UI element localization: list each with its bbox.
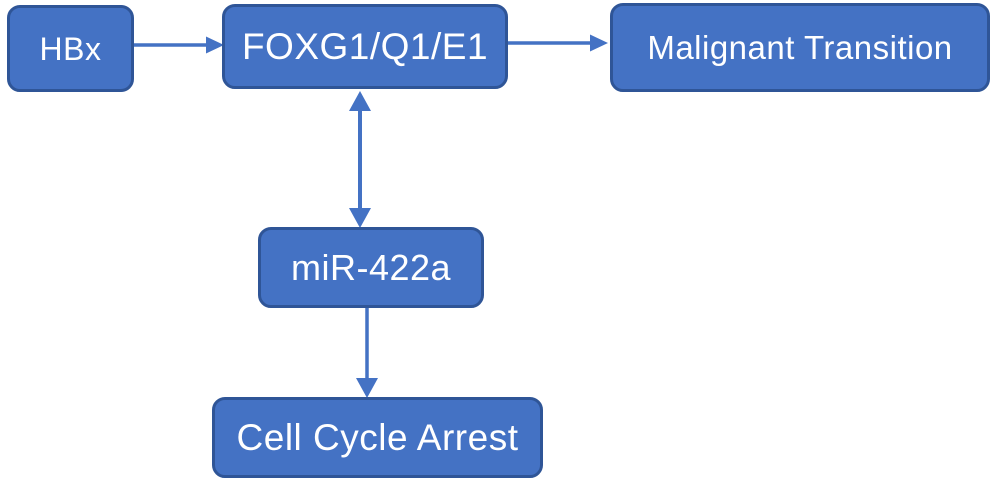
arrow-hbx-to-foxg1 bbox=[134, 36, 224, 54]
node-hbx: HBx bbox=[7, 5, 134, 92]
arrowhead-right-icon bbox=[590, 34, 608, 52]
node-cell-cycle-arrest-label: Cell Cycle Arrest bbox=[236, 417, 519, 458]
arrow-foxg1-to-malignant-transition bbox=[508, 34, 608, 52]
node-foxg1: FOXG1/Q1/E1 bbox=[222, 4, 508, 89]
node-cell-cycle-arrest: Cell Cycle Arrest bbox=[212, 397, 543, 478]
arrow-mir-422a-to-cell-cycle-arrest bbox=[356, 308, 378, 398]
arrowhead-down-icon bbox=[356, 378, 378, 398]
node-mir-422a-label: miR-422a bbox=[290, 246, 452, 288]
double-arrow-foxg1-mir-422a bbox=[349, 91, 371, 228]
node-foxg1-label: FOXG1/Q1/E1 bbox=[241, 26, 489, 67]
node-malignant-transition: Malignant Transition bbox=[610, 3, 990, 92]
node-malignant-transition-label: Malignant Transition bbox=[647, 29, 953, 66]
arrowhead-up-icon bbox=[349, 91, 371, 111]
arrowhead-down-icon bbox=[349, 208, 371, 228]
node-mir-422a: miR-422a bbox=[258, 227, 484, 308]
node-hbx-label: HBx bbox=[39, 30, 102, 67]
